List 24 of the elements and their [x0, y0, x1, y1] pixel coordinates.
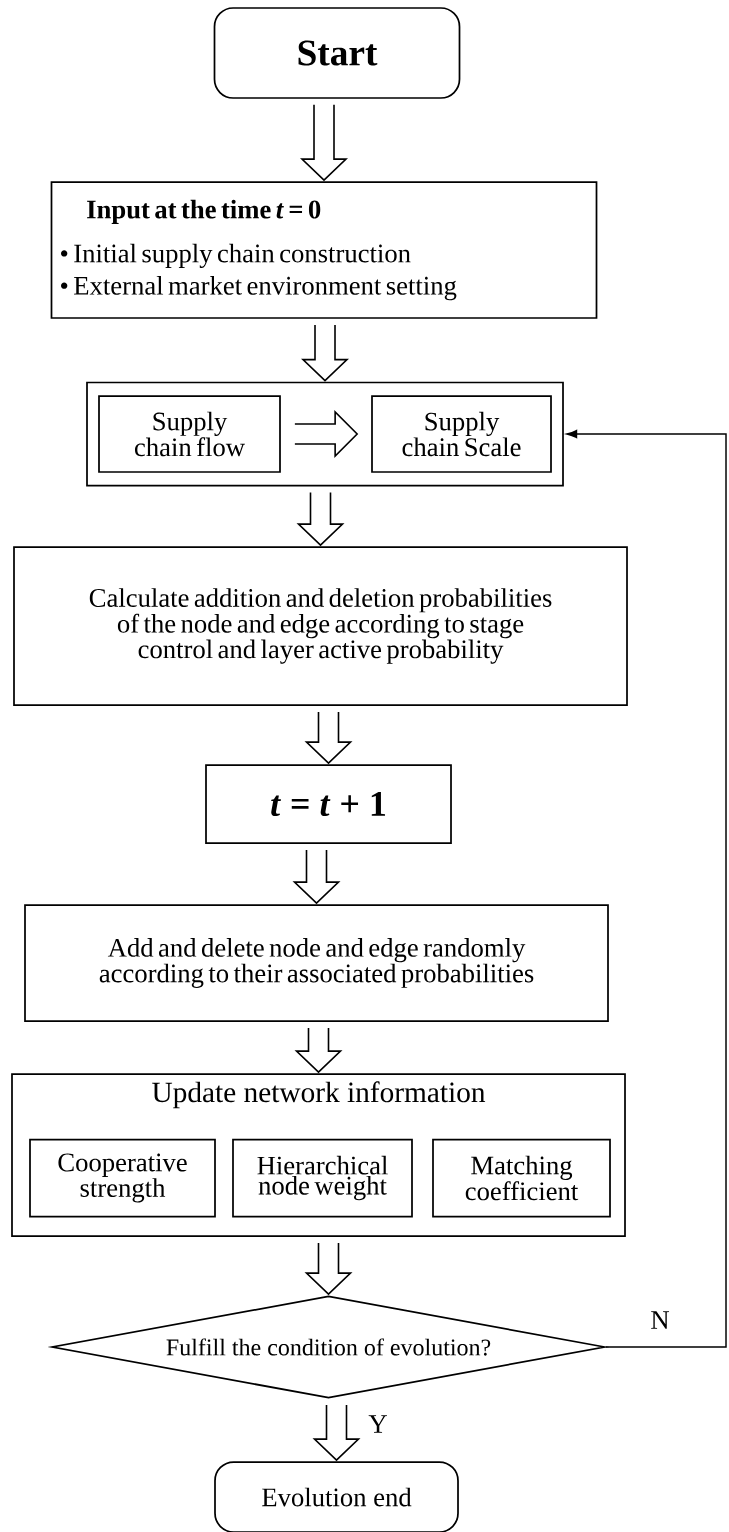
- arrow: [566, 429, 727, 1348]
- end-box: Evolution end: [214, 1461, 459, 1532]
- block-arrow: [296, 491, 345, 547]
- process-box: Hierarchical node weight: [232, 1138, 413, 1218]
- process-box: Supply chain flow: [98, 395, 281, 473]
- process-box: t = t + 1: [205, 764, 452, 844]
- block-arrow: [304, 711, 353, 765]
- block-arrow: [294, 1027, 343, 1074]
- block-arrow: [312, 1404, 361, 1462]
- block-arrow: [294, 410, 359, 458]
- block-arrow: [300, 104, 348, 182]
- edge-label: Y: [367, 1413, 389, 1435]
- start-box: Start: [213, 7, 461, 99]
- block-arrow: [292, 849, 341, 905]
- block-arrow: [304, 1242, 353, 1296]
- process-box: Matching coefficient: [432, 1138, 611, 1218]
- process-box: Cooperative strength: [29, 1138, 216, 1218]
- group-box: [86, 381, 564, 487]
- input-box: Input at the time t = 0 • Initial supply chain construction • External market environment setting: [50, 181, 598, 319]
- process-box: Add and delete node and edge randomly according to their associated probabilities: [24, 904, 609, 1022]
- process-box: Supply chain Scale: [371, 395, 552, 473]
- edge-label: N: [649, 1309, 671, 1331]
- process-box: Calculate addition and deletion probabilities of the node and edge according to stage control and layer active probability: [13, 546, 628, 706]
- block-arrow: [301, 324, 349, 382]
